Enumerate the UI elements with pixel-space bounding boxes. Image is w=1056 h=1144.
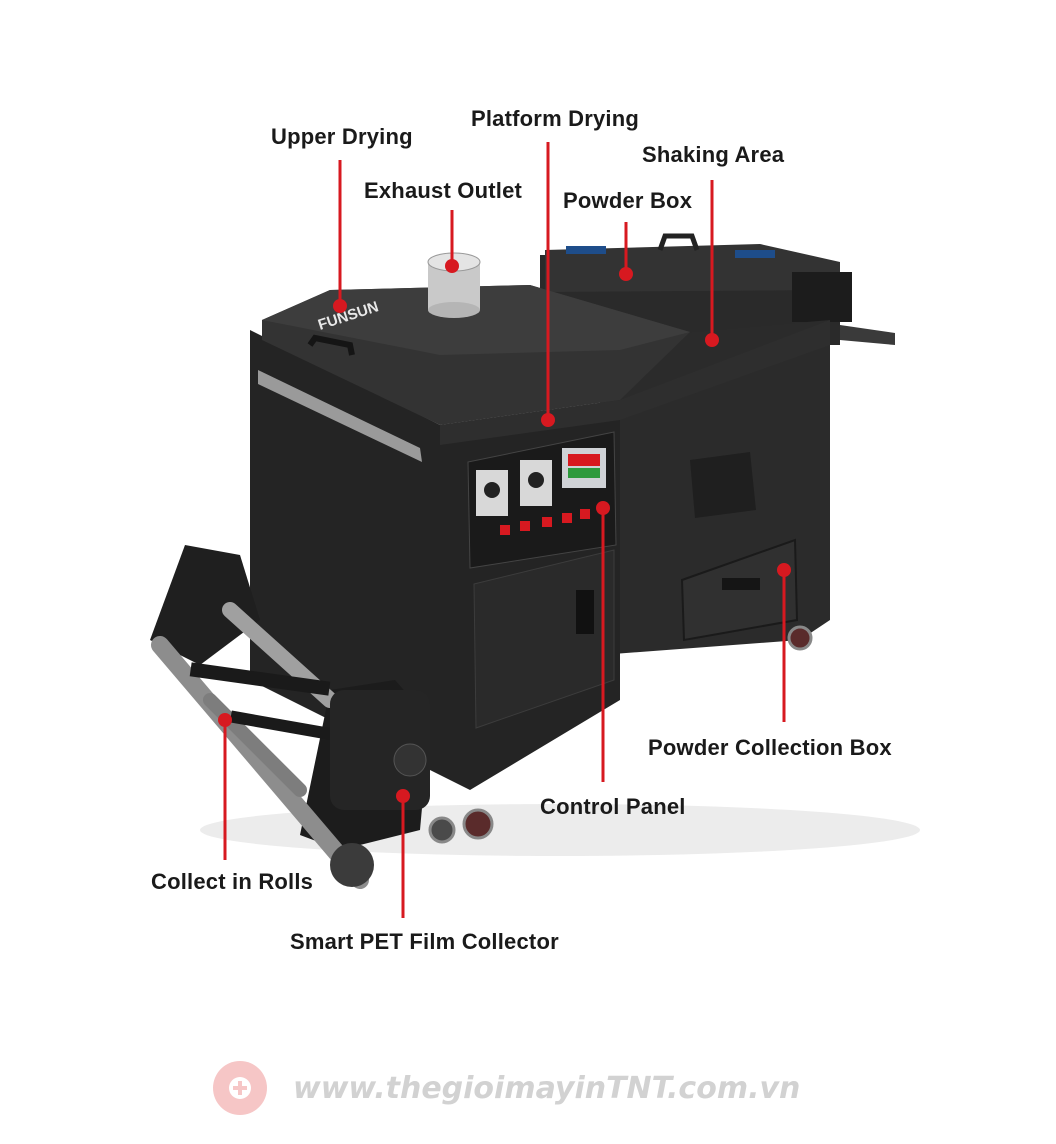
callout-control-panel-dot bbox=[596, 501, 610, 515]
callout-platform-dot bbox=[541, 413, 555, 427]
plus-badge-icon bbox=[213, 1061, 267, 1115]
label-collect-in-rolls: Collect in Rolls bbox=[151, 869, 314, 894]
label-smart-pet-film-collector: Smart PET Film Collector bbox=[290, 929, 559, 954]
callout-upper-drying-dot bbox=[333, 299, 347, 313]
casters bbox=[428, 625, 813, 844]
watermark-text: www.thegioimayinTNT.com.vn bbox=[293, 1070, 801, 1106]
film-collector bbox=[150, 545, 430, 889]
callout-shaking-dot bbox=[705, 333, 719, 347]
label-powder-box: Powder Box bbox=[563, 188, 693, 213]
label-platform-drying: Platform Drying bbox=[471, 106, 640, 131]
label-shaking-area: Shaking Area bbox=[642, 142, 785, 167]
callout-powder-box-dot bbox=[619, 267, 633, 281]
label-control-panel: Control Panel bbox=[540, 794, 686, 819]
callout-exhaust-dot bbox=[445, 259, 459, 273]
label-upper-drying: Upper Drying bbox=[271, 124, 413, 149]
watermark: www.thegioimayinTNT.com.vn bbox=[213, 1058, 833, 1118]
control-panel-graphic bbox=[467, 431, 617, 729]
callout-powder-collection-dot bbox=[777, 563, 791, 577]
callout-pet-collector-dot bbox=[396, 789, 410, 803]
dryer-body: FUNSUN bbox=[250, 252, 830, 790]
callouts bbox=[218, 142, 791, 918]
callout-collect-rolls-dot bbox=[218, 713, 232, 727]
label-exhaust-outlet: Exhaust Outlet bbox=[364, 178, 523, 203]
label-powder-collection-box: Powder Collection Box bbox=[648, 735, 892, 760]
